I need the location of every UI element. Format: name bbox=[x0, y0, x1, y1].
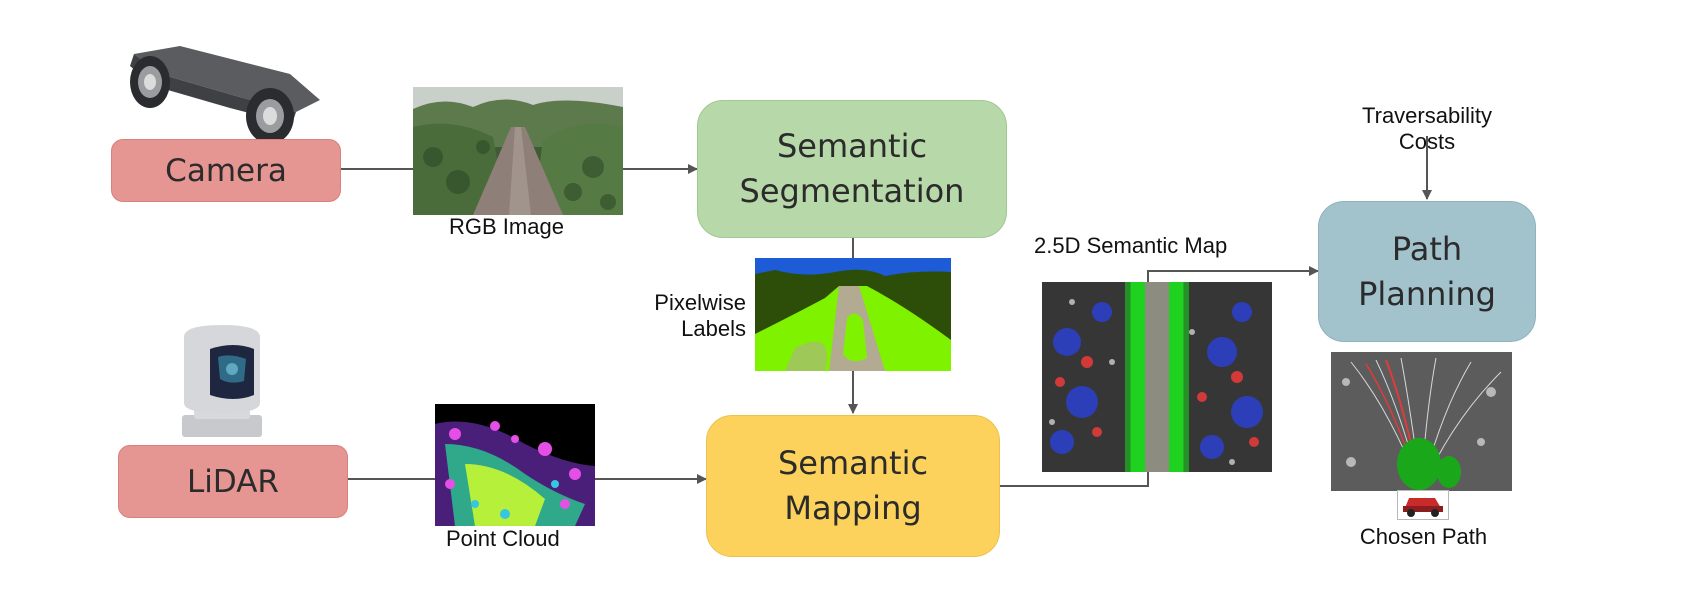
semantic-mapping-line-1: Semantic bbox=[777, 444, 929, 482]
rgb-image-label: RGB Image bbox=[449, 214, 564, 239]
semantic-map-label: 2.5D Semantic Map bbox=[1034, 233, 1228, 258]
pixelwise-labels-label: Pixelwise Labels bbox=[654, 290, 746, 342]
semantic-mapping-node: Semantic Mapping bbox=[706, 415, 1000, 557]
pixelwise-labels-thumbnail bbox=[755, 258, 951, 371]
traversability-costs-label: Traversability Costs bbox=[1346, 103, 1508, 155]
arrow-mapping-to-planning bbox=[1000, 465, 1149, 487]
path-planning-line-2: Planning bbox=[1358, 274, 1496, 313]
path-planning-node: Path Planning bbox=[1318, 201, 1536, 342]
path-planning-line-1: Path bbox=[1391, 229, 1463, 268]
semantic-map-thumbnail bbox=[1042, 282, 1272, 472]
traversability-costs-line-1: Traversability bbox=[1362, 103, 1492, 128]
pixelwise-labels-line-2: Labels bbox=[681, 316, 746, 341]
vehicle-icon bbox=[1397, 490, 1449, 520]
pixelwise-labels-line-1: Pixelwise bbox=[654, 290, 746, 315]
semantic-mapping-line-2: Mapping bbox=[784, 489, 922, 527]
semantic-segmentation-node: Semantic Segmentation bbox=[697, 100, 1007, 238]
traversability-costs-line-2: Costs bbox=[1398, 129, 1456, 154]
chosen-path-label: Chosen Path bbox=[1359, 524, 1488, 549]
semantic-segmentation-line-2: Segmentation bbox=[739, 172, 965, 210]
chosen-path-thumbnail bbox=[1331, 352, 1512, 491]
lidar-label: LiDAR bbox=[187, 463, 279, 500]
lidar-node: LiDAR bbox=[118, 445, 348, 518]
stereo-camera-icon bbox=[130, 46, 320, 144]
semantic-segmentation-line-1: Semantic bbox=[776, 127, 928, 165]
camera-node: Camera bbox=[111, 139, 341, 202]
rgb-image-thumbnail bbox=[413, 87, 623, 215]
point-cloud-label: Point Cloud bbox=[446, 526, 560, 551]
camera-label: Camera bbox=[165, 152, 287, 189]
point-cloud-thumbnail bbox=[435, 404, 595, 526]
lidar-sensor-icon bbox=[182, 325, 262, 437]
arrow-map-to-planning bbox=[1147, 266, 1319, 282]
